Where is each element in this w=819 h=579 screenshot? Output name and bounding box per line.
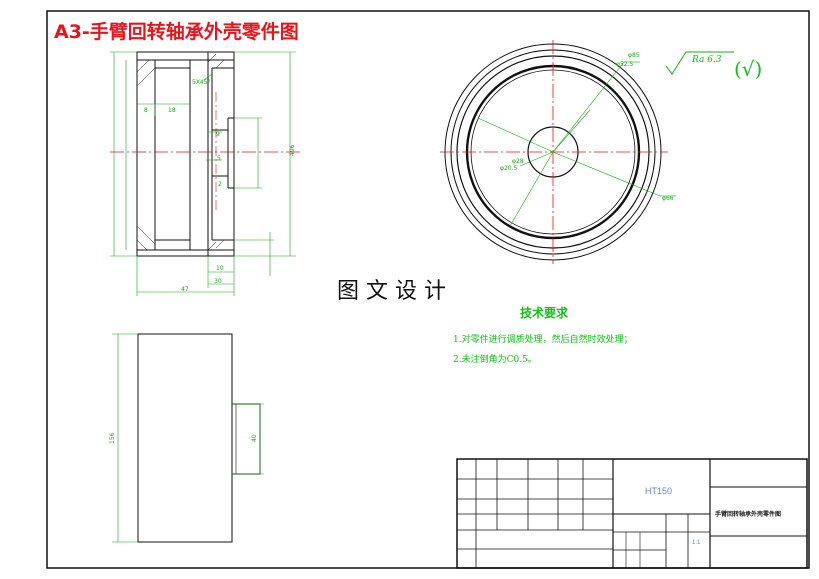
circle-dimension-lines bbox=[477, 61, 676, 227]
dim-groove-depth: 5 bbox=[217, 155, 221, 162]
roughness-symbol: Ra 6.3 (√) bbox=[665, 51, 762, 81]
scale-label: 1:1 bbox=[692, 540, 701, 546]
sheet-border bbox=[46, 10, 810, 569]
requirement-item-2: 2.未注倒角为C0.5。 bbox=[453, 353, 537, 365]
dim-step: 10 bbox=[216, 265, 224, 272]
dim-length: 47 bbox=[181, 286, 189, 293]
section-view bbox=[136, 51, 235, 257]
design-label: 图 文 设 计 bbox=[337, 279, 446, 304]
title-block bbox=[456, 458, 808, 569]
dim-flange: 30 bbox=[214, 278, 222, 285]
dim-overall-height: 496 bbox=[289, 144, 296, 156]
dim-bore-diameter: φ52.5 bbox=[616, 61, 634, 68]
dim-flange-width: 8 bbox=[144, 107, 148, 114]
dim-chamfer: 5X45° bbox=[192, 79, 211, 86]
dim-shoulder: 2 bbox=[218, 181, 222, 188]
roughness-mark: (√) bbox=[734, 57, 762, 81]
drawing-title: A3-手臂回转轴承外壳零件图 bbox=[54, 20, 299, 43]
section-dimension-lines bbox=[110, 51, 296, 296]
dim-flange-diameter: φ66 bbox=[662, 195, 674, 202]
dim-hole-inner: φ20.5 bbox=[500, 165, 518, 172]
dim-inner-width: 18 bbox=[168, 107, 176, 114]
roughness-value: Ra 6.3 bbox=[691, 55, 722, 65]
material-label: HT150 bbox=[645, 486, 672, 496]
part-name-label: 手臂回转轴承外壳零件图 bbox=[715, 510, 781, 518]
requirements-heading: 技术要求 bbox=[520, 305, 569, 320]
side-view bbox=[137, 333, 261, 543]
dim-groove: 9 bbox=[216, 131, 220, 138]
side-dimension-lines bbox=[112, 333, 264, 543]
dim-side-height: 156 bbox=[109, 432, 116, 444]
dim-outer-diameter: φ85 bbox=[628, 52, 640, 59]
dim-hole-diameter: φ28 bbox=[512, 158, 524, 165]
dim-boss-height: 40 bbox=[251, 434, 258, 442]
requirement-item-1: 1.对零件进行调质处理，然后自然时效处理； bbox=[453, 333, 633, 345]
